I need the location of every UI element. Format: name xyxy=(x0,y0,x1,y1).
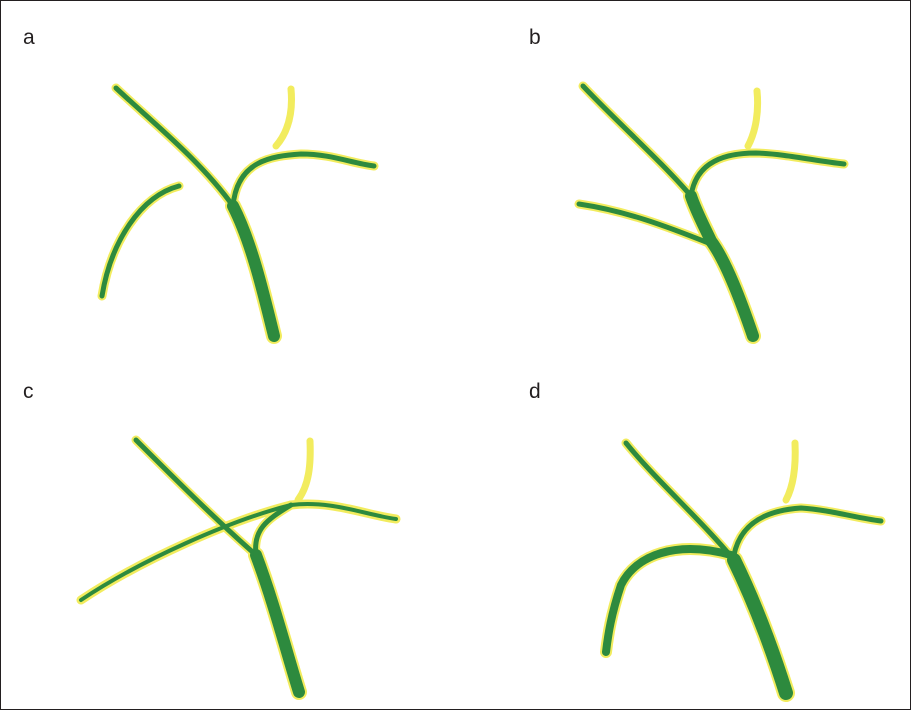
vessel-fill-a xyxy=(99,85,377,342)
vessel-diagram-c xyxy=(76,435,401,700)
panel-label-d: d xyxy=(529,380,541,403)
vessel-fill-c xyxy=(79,437,398,698)
panel-label-b: b xyxy=(529,26,541,49)
panel-b: b xyxy=(456,1,910,355)
vessel-diagram-b xyxy=(574,81,849,344)
vessel-diagram-d xyxy=(600,438,886,702)
vessel-diagram-a xyxy=(97,83,379,344)
panel-label-a: a xyxy=(23,26,35,49)
vessel-fill-d xyxy=(602,440,884,700)
panel-label-c: c xyxy=(23,380,34,403)
panel-a: a xyxy=(1,1,455,355)
vessel-fill-b xyxy=(576,83,847,342)
panel-d: d xyxy=(456,355,910,709)
vessel-outline-c xyxy=(76,435,401,700)
panel-c: c xyxy=(1,355,455,709)
